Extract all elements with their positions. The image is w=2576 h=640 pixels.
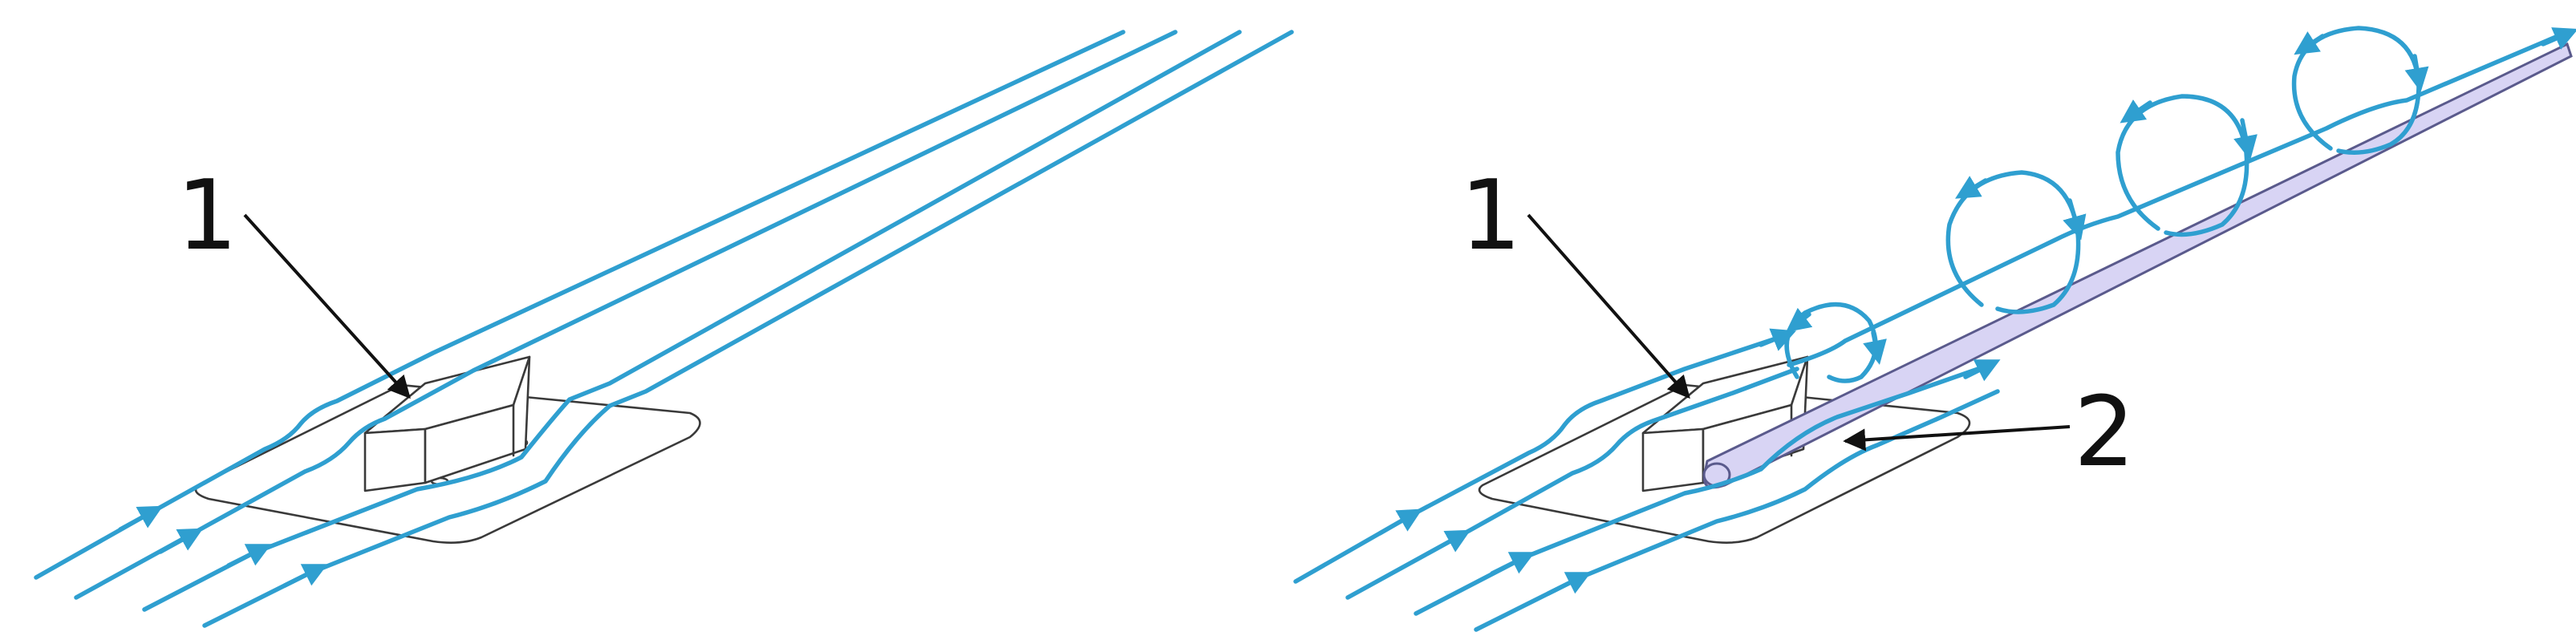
left-flow-arrows bbox=[118, 505, 328, 588]
right-label-1: 1 bbox=[1460, 160, 1521, 272]
right-label-2: 2 bbox=[2074, 377, 2135, 488]
right-streamline-3 bbox=[1414, 363, 1992, 616]
left-streamline-4 bbox=[202, 30, 1294, 628]
vortex-swirl-4 bbox=[2291, 26, 2421, 155]
left-streamline-1 bbox=[34, 30, 1126, 580]
left-label-1-pointer bbox=[243, 213, 411, 399]
right-label-2-pointer bbox=[1843, 425, 2071, 452]
left-panel-no-vortex-generation: 1 bbox=[34, 30, 1294, 628]
left-streamline-3 bbox=[142, 30, 1242, 612]
left-base-plate bbox=[194, 383, 701, 544]
right-streamline-vortex-core bbox=[1787, 30, 2570, 367]
right-streamlines bbox=[1293, 30, 2570, 632]
right-base-plate bbox=[1478, 383, 1971, 544]
right-flow-arrows bbox=[1377, 27, 2576, 596]
left-label-1: 1 bbox=[176, 160, 237, 272]
vortex-swirl-3 bbox=[2116, 94, 2249, 237]
right-streamline-1 bbox=[1293, 334, 1783, 584]
right-panel-with-vortex-generation: 1 2 bbox=[1293, 26, 2576, 632]
left-streamlines bbox=[34, 30, 1294, 628]
left-streamline-2 bbox=[74, 30, 1178, 600]
vortex-swirl-2 bbox=[1945, 170, 2081, 314]
left-obstacle-block bbox=[363, 355, 531, 492]
vortex-swirls bbox=[1784, 26, 2421, 383]
right-streamline-2 bbox=[1345, 367, 1799, 600]
right-label-1-pointer bbox=[1527, 213, 1690, 399]
